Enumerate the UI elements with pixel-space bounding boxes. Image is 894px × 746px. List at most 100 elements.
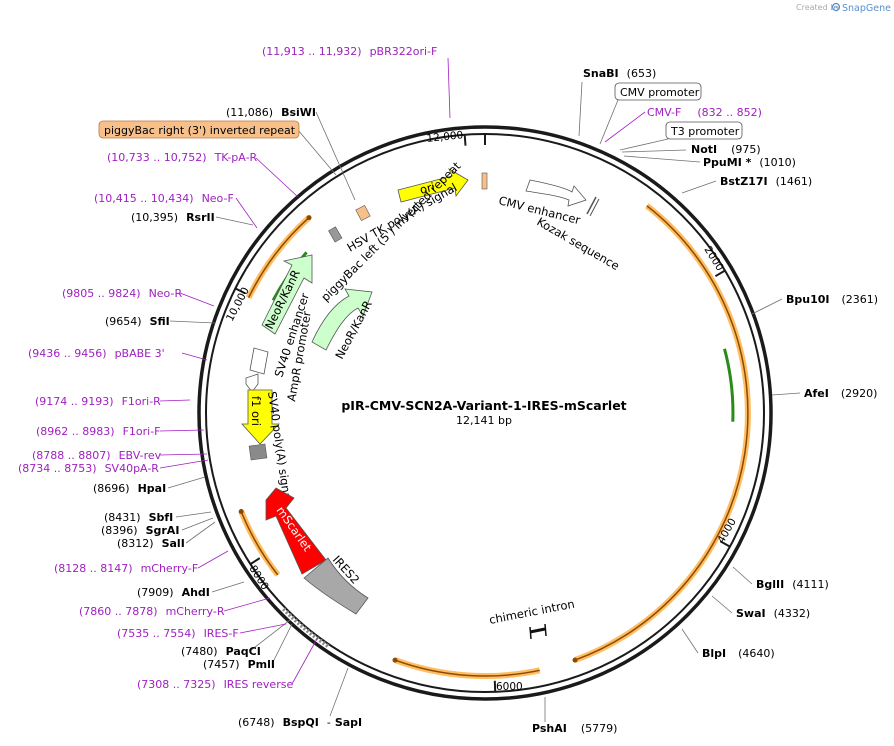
enzyme-label-ppumi[interactable]: PpuMI *(1010) xyxy=(703,156,796,169)
primer-label-f1ori-f[interactable]: (8962 .. 8983)F1ori-F xyxy=(36,425,161,438)
svg-text:(9436 .. 9456)pBABE 3': (9436 .. 9456)pBABE 3' xyxy=(28,347,165,360)
svg-text:NotI(975): NotI(975) xyxy=(691,143,761,156)
primer-label-tk-pa-r[interactable]: (10,733 .. 10,752)TK-pA-R xyxy=(107,151,258,164)
pline-pbabe xyxy=(181,352,208,361)
sv40-pa-marker xyxy=(248,443,268,461)
svg-text:Bpu10I(2361): Bpu10I(2361) xyxy=(786,293,878,306)
enzyme-label-sbfi[interactable]: (8431)SbfI xyxy=(104,511,173,524)
neor-inner-arrow[interactable]: NeoR/KanR xyxy=(311,288,375,361)
enzyme-label-bpu10i[interactable]: Bpu10I(2361) xyxy=(786,293,878,306)
lead-ppumi xyxy=(623,155,701,163)
enzyme-label-bglii[interactable]: BglII(4111) xyxy=(756,578,829,591)
pline-ires-f xyxy=(239,623,287,634)
enzyme-label-pshai[interactable]: PshAI(5779) xyxy=(532,722,617,735)
enzyme-label-snabi[interactable]: SnaBI(653) xyxy=(583,67,656,80)
svg-text:(7860 .. 7878)mCherry-R: (7860 .. 7878)mCherry-R xyxy=(79,605,225,618)
ampr-promoter-arrow xyxy=(245,373,259,393)
enzyme-label-ahdi[interactable]: (7909)AhdI xyxy=(137,586,210,599)
ruler-tick-5 xyxy=(234,287,246,295)
enzyme-label-rsrii[interactable]: (10,395)RsrII xyxy=(131,211,215,224)
primer-label-ires-reverse[interactable]: (7308 .. 7325)IRES reverse xyxy=(137,678,293,691)
enzyme-label-pmli[interactable]: (7457)PmlI xyxy=(203,658,275,671)
t3-promoter-box[interactable]: T3 promoter xyxy=(665,121,743,140)
enzyme-label-bstz17i[interactable]: BstZ17I(1461) xyxy=(720,175,812,188)
pline-pbr322 xyxy=(447,57,451,119)
enzyme-label-paqci[interactable]: (7480)PaqCI xyxy=(181,645,261,658)
branding-prefix: Created by xyxy=(796,3,840,12)
hsv-tk-marker xyxy=(355,204,371,222)
primer-label-pbr322ori-f[interactable]: (11,913 .. 11,932)pBR322ori-F xyxy=(262,45,437,58)
primer-label-pbabe-3[interactable]: (9436 .. 9456)pBABE 3' xyxy=(28,347,165,360)
lead-snabi xyxy=(578,81,583,137)
cmv-enhancer-arrow[interactable] xyxy=(525,179,587,207)
enzyme-label-sgrai[interactable]: (8396)SgrAI xyxy=(101,524,179,537)
svg-text:(8734 .. 8753)SV40pA-R: (8734 .. 8753)SV40pA-R xyxy=(18,462,159,475)
cds-arc-puro-line xyxy=(240,511,279,576)
svg-text:PshAI(5779): PshAI(5779) xyxy=(532,722,617,735)
feature-arcs xyxy=(238,203,751,680)
backbone-outer xyxy=(197,125,773,701)
chimeric-intron-label: chimeric intron xyxy=(488,597,576,627)
lead-pmli xyxy=(271,623,293,665)
ori-arrow[interactable]: ori xyxy=(397,168,469,203)
f1-ori-arrow[interactable]: f1 ori xyxy=(241,389,280,445)
kozak-marker xyxy=(586,196,600,217)
primer-label-neo-r[interactable]: (9805 .. 9824)Neo-R xyxy=(62,287,182,300)
tick-label-12000: 12,000 xyxy=(426,129,464,145)
lead-ahdi xyxy=(211,581,245,593)
ires2-block[interactable] xyxy=(303,557,369,615)
svg-text:(11,086)BsiWI: (11,086)BsiWI xyxy=(226,106,316,119)
lead-piggybac xyxy=(297,129,337,176)
lead-bpu10i xyxy=(751,298,783,315)
svg-text:CMV-F(832 .. 852): CMV-F(832 .. 852) xyxy=(647,106,762,119)
piggybac-right-box[interactable]: piggyBac right (3') inverted repeat xyxy=(98,120,300,139)
cmv-promoter-box-label: CMV promoter xyxy=(620,86,700,99)
ruler-tick-4 xyxy=(249,557,261,565)
enzyme-label-noti[interactable]: NotI(975) xyxy=(691,143,761,156)
primer-label-f1ori-r[interactable]: (9174 .. 9193)F1ori-R xyxy=(35,395,161,408)
cds-arc-puro-head xyxy=(238,509,244,514)
primer-label-ebv-rev[interactable]: (8788 .. 8807)EBV-rev xyxy=(32,449,162,462)
cds-arc-main-head xyxy=(572,657,578,663)
backbone-inner xyxy=(205,133,765,693)
pline-mcherry-f xyxy=(197,550,229,569)
enzyme-label-bspqi-sapi[interactable]: (6748)BspQI-SapI xyxy=(238,716,362,729)
primer-label-mcherry-r[interactable]: (7860 .. 7878)mCherry-R xyxy=(79,605,225,618)
lead-noti xyxy=(621,149,687,153)
sv40-pa-label: SV40 poly(A) signal xyxy=(265,390,294,503)
enzyme-label-sfii[interactable]: (9654)SfiI xyxy=(105,315,170,328)
mscarlet-arrow[interactable]: mScarlet xyxy=(265,487,327,575)
pline-mcherry-r xyxy=(223,597,271,612)
lead-blpi xyxy=(681,628,699,654)
enzyme-label-bsiwi[interactable]: (11,086)BsiWI xyxy=(226,106,316,119)
enzyme-label-blpi[interactable]: BlpI(4640) xyxy=(702,647,775,660)
enzyme-label-afei[interactable]: AfeI(2920) xyxy=(804,387,877,400)
pline-f1ori-f xyxy=(159,429,205,432)
svg-text:(9174 .. 9193)F1ori-R: (9174 .. 9193)F1ori-R xyxy=(35,395,161,408)
pbr322-marker xyxy=(481,172,488,190)
svg-text:SnaBI(653): SnaBI(653) xyxy=(583,67,656,80)
ruler-tick-2 xyxy=(719,540,731,548)
ruler-tick-6 xyxy=(463,134,467,146)
primer-label-sv40pa-r[interactable]: (8734 .. 8753)SV40pA-R xyxy=(18,462,159,475)
svg-text:(7535 .. 7554)IRES-F: (7535 .. 7554)IRES-F xyxy=(117,627,239,640)
primer-label-neo-f[interactable]: (10,415 .. 10,434)Neo-F xyxy=(94,192,234,205)
pline-neo-f xyxy=(235,197,258,229)
cds-arc-neo-left-head xyxy=(306,215,312,221)
enzyme-label-sali[interactable]: (8312)SalI xyxy=(117,537,185,550)
ruler-ticks xyxy=(234,134,731,692)
enzyme-label-swai[interactable]: SwaI(4332) xyxy=(736,607,810,620)
lead-hpai xyxy=(167,476,206,489)
lead-t3-promoter xyxy=(619,138,669,151)
cds-arc-bottom-head xyxy=(392,657,398,663)
svg-text:(10,395)RsrII: (10,395)RsrII xyxy=(131,211,215,224)
primer-label-cmv-f[interactable]: CMV-F(832 .. 852) xyxy=(647,106,762,119)
cds-arc-bottom-line xyxy=(394,659,540,677)
primer-label-mcherry-f[interactable]: (8128 .. 8147)mCherry-F xyxy=(54,562,198,575)
svg-text:(8396)SgrAI: (8396)SgrAI xyxy=(101,524,179,537)
cmv-promoter-box[interactable]: CMV promoter xyxy=(614,82,702,101)
enzyme-label-hpai[interactable]: (8696)HpaI xyxy=(93,482,166,495)
svg-text:(10,415 .. 10,434)Neo-F: (10,415 .. 10,434)Neo-F xyxy=(94,192,234,205)
primer-label-ires-f[interactable]: (7535 .. 7554)IRES-F xyxy=(117,627,239,640)
